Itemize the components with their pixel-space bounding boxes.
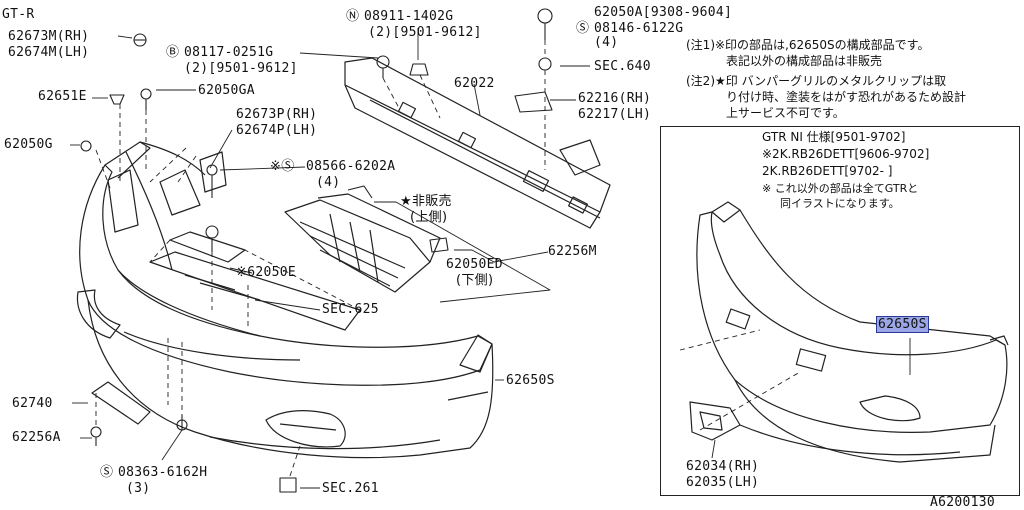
inset-line-3: 2K.RB26DETT[9702- ] xyxy=(762,164,893,178)
part-62650s-inset-highlight: 62650S xyxy=(876,316,929,333)
part-62674m[interactable]: 62674M(LH) xyxy=(8,45,90,60)
part-62673p[interactable]: 62673P(RH) xyxy=(236,107,318,122)
inset-bumper xyxy=(679,201,1009,463)
part-62050e-text: 62050E xyxy=(247,265,296,280)
ref-sec640[interactable]: SEC.640 xyxy=(594,59,651,74)
diagram-id: A6200130 xyxy=(930,495,996,510)
part-62216[interactable]: 62216(RH) xyxy=(578,91,652,106)
note-1-line-2: 表記以外の構成部品は非販売 xyxy=(726,54,883,68)
reinforcement-beam xyxy=(344,57,611,229)
side-brackets xyxy=(91,151,227,425)
not-for-sale-label: ★非販売 xyxy=(400,194,452,209)
part-08566[interactable]: 08566-6202A xyxy=(306,159,396,174)
part-62050ed[interactable]: 62050ED xyxy=(446,257,503,272)
part-62740[interactable]: 62740 xyxy=(12,396,53,411)
part-62050e[interactable]: ※62050E xyxy=(236,265,296,280)
note-2-line-3: 上サービス不可です。 xyxy=(726,106,845,120)
inset-line-2: ※2K.RB26DETT[9606-9702] xyxy=(762,147,930,161)
part-62022[interactable]: 62022 xyxy=(454,76,495,91)
front-bumper-main xyxy=(76,141,494,459)
screw-s-symbol: Ⓢ xyxy=(576,21,590,36)
star-mark-symbol: ※Ⓢ xyxy=(270,159,295,174)
assembly-guides xyxy=(95,40,546,477)
part-62256a[interactable]: 62256A xyxy=(12,430,61,445)
inset-title: GTR NI 仕様[9501-9702] xyxy=(762,130,906,144)
part-08911-qty: (2)[9501-9612] xyxy=(368,25,482,40)
note-2-line-1: (注2)★印 バンパーグリルのメタルクリップは取 xyxy=(686,74,947,88)
bolt-b-symbol: Ⓑ xyxy=(166,45,180,60)
ref-sec625[interactable]: SEC.625 xyxy=(322,302,379,317)
part-62674p[interactable]: 62674P(LH) xyxy=(236,123,318,138)
part-62650s-main[interactable]: 62650S xyxy=(506,373,555,388)
bumper-grille xyxy=(284,193,441,293)
part-62050a[interactable]: 62050A[9308-9604] xyxy=(594,5,733,20)
part-62651e[interactable]: 62651E xyxy=(38,89,87,104)
ref-sec261[interactable]: SEC.261 xyxy=(322,481,379,496)
part-08117-qty: (2)[9501-9612] xyxy=(184,61,298,76)
part-08363[interactable]: 08363-6162H xyxy=(118,465,208,480)
leader-lines xyxy=(70,28,590,489)
part-62050ga[interactable]: 62050GA xyxy=(198,83,255,98)
upper-side-label: (上側) xyxy=(410,210,448,225)
nut-n-symbol: Ⓝ xyxy=(346,9,360,24)
lower-side-label: (下側) xyxy=(456,273,494,288)
part-62217[interactable]: 62217(LH) xyxy=(578,107,652,122)
part-08363-qty: (3) xyxy=(126,481,151,496)
model-label: GT-R xyxy=(2,7,35,22)
inset-panel xyxy=(660,126,1020,496)
note-2-line-2: り付け時、塗装をはがす恐れがあるため設計 xyxy=(726,90,967,104)
part-62035[interactable]: 62035(LH) xyxy=(686,475,760,490)
part-62034[interactable]: 62034(RH) xyxy=(686,459,760,474)
screw-s-symbol-2: Ⓢ xyxy=(100,465,114,480)
part-08146[interactable]: 08146-6122G xyxy=(594,21,684,36)
part-62673m[interactable]: 62673M(RH) xyxy=(8,29,90,44)
part-62650s-inset[interactable]: 62650S xyxy=(876,316,929,333)
inset-line-4: ※ これ以外の部品は全てGTRと xyxy=(762,182,919,195)
part-62256m[interactable]: 62256M xyxy=(548,244,597,259)
part-62050g[interactable]: 62050G xyxy=(4,137,53,152)
part-08911[interactable]: 08911-1402G xyxy=(364,9,454,24)
part-08566-qty: (4) xyxy=(316,175,341,190)
part-08117[interactable]: 08117-0251G xyxy=(184,45,274,60)
part-08146-qty: (4) xyxy=(594,35,619,50)
fasteners xyxy=(80,8,553,493)
inset-line-5: 同イラストになります。 xyxy=(780,197,900,210)
note-1-line-1: (注1)※印の部品は,62650Sの構成部品です。 xyxy=(686,38,930,52)
